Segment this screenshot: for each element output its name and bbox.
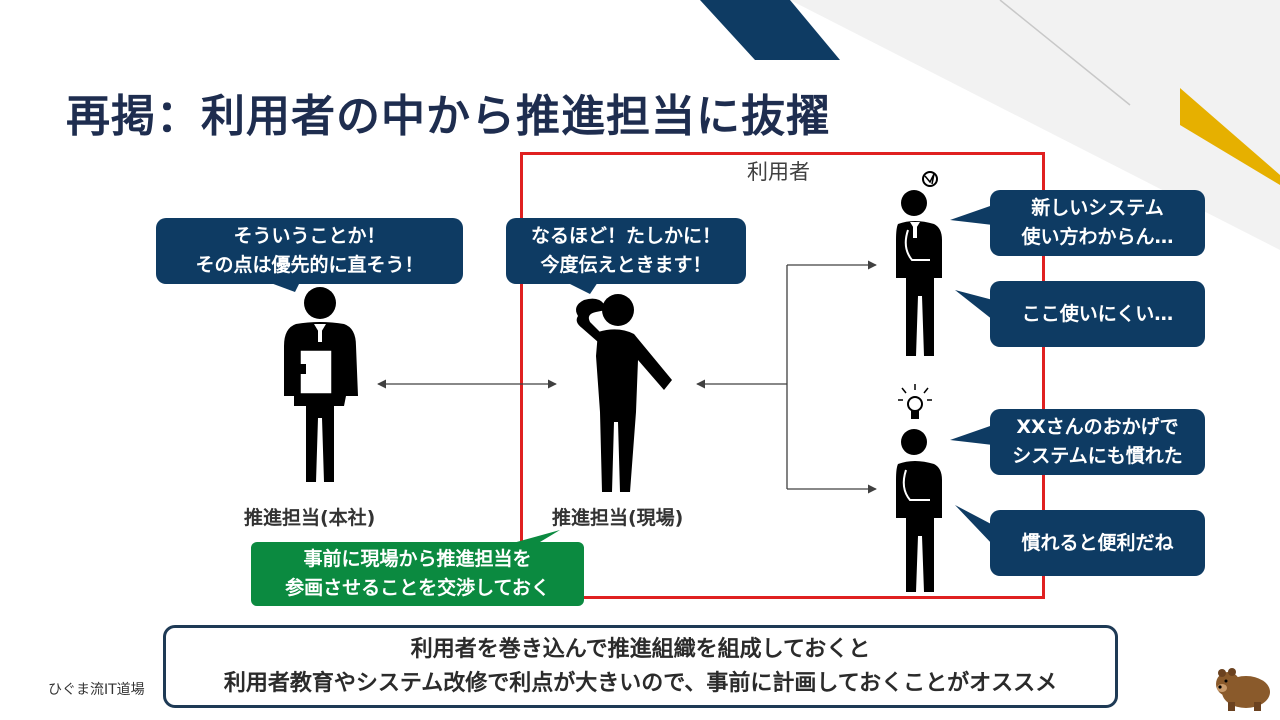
person-user-confused-icon [896, 171, 942, 356]
person-user-idea-icon [896, 384, 942, 592]
negotiation-note: 事前に現場から推進担当を 参画させることを交渉しておく [251, 542, 584, 606]
speech-bubble-user1-confused-text: 新しいシステム 使い方わからん… [1021, 197, 1174, 248]
summary-box: 利用者を巻き込んで推進組織を組成しておくと 利用者教育やシステム改修で利点が大き… [163, 625, 1118, 708]
speech-bubble-user1-confused: 新しいシステム 使い方わからん… [990, 190, 1205, 256]
bear-logo-icon [1216, 668, 1270, 711]
speech-bubble-hq: そういうことか！ その点は優先的に直そう！ [156, 218, 463, 284]
speech-bubble-field: なるほど！たしかに！ 今度伝えときます！ [506, 218, 746, 284]
speech-bubble-field-text: なるほど！たしかに！ 今度伝えときます！ [530, 225, 721, 276]
caption-field-promoter: 推進担当(現場) [552, 507, 684, 529]
person-hq-promoter-icon [284, 287, 358, 482]
users-group-label: 利用者 [747, 160, 810, 184]
slide-title: 再掲：利用者の中から推進担当に抜擢 [66, 91, 831, 142]
person-field-promoter-icon [576, 294, 672, 492]
caption-hq-promoter: 推進担当(本社) [244, 507, 376, 529]
speech-bubble-user2-convenient-text: 慣れると便利だね [1021, 531, 1174, 554]
speech-bubble-hq-text: そういうことか！ その点は優先的に直そう！ [195, 225, 424, 276]
footer-brand: ひぐま流IT道場 [48, 682, 145, 698]
speech-bubble-user2-convenient: 慣れると便利だね [990, 510, 1205, 576]
speech-bubble-user2-thanks: XXさんのおかげで システムにも慣れた [990, 409, 1205, 475]
speech-bubble-user2-thanks-text: XXさんのおかげで システムにも慣れた [1012, 416, 1183, 467]
users-group-frame [520, 152, 1045, 599]
speech-bubble-user1-complaint: ここ使いにくい… [990, 281, 1205, 347]
speech-bubble-user1-complaint-text: ここ使いにくい… [1021, 302, 1174, 325]
